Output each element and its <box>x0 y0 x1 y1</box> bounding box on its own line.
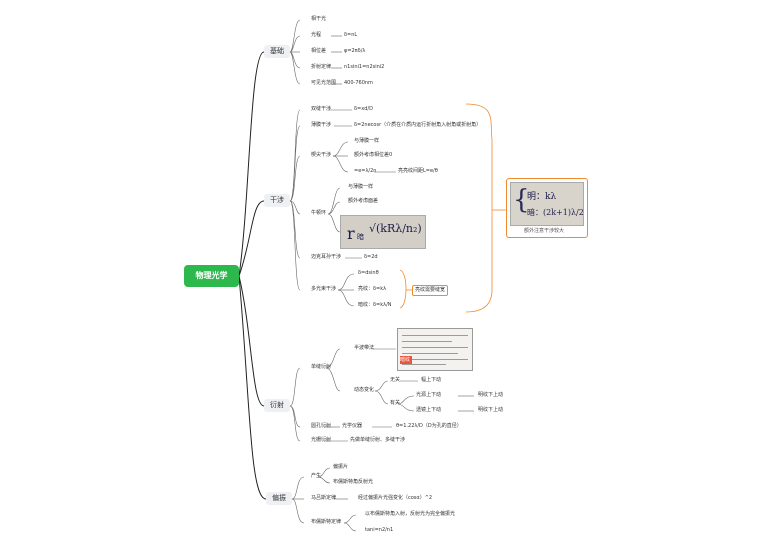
dynamic-sub-value[interactable]: 明纹下上动 <box>478 407 504 413</box>
multi-beam-callout[interactable]: 亮纹需要缝宽 <box>412 285 449 296</box>
multi-beam-item[interactable]: δ=dsinθ <box>358 270 379 276</box>
half-wave-method-label[interactable]: 半波带法 <box>354 345 375 351</box>
dynamic-item-label[interactable]: 有关 <box>390 400 401 406</box>
produce-item[interactable]: 布儒斯特角反射光 <box>333 479 374 485</box>
category-diffraction[interactable]: 衍射 <box>264 399 290 412</box>
brace-symbol: { <box>513 185 530 215</box>
wedge-label[interactable]: 楔尖干涉 <box>311 152 332 158</box>
michelson-value[interactable]: δ=2d <box>364 254 378 260</box>
thin-film-label[interactable]: 薄膜干涉 <box>311 122 332 128</box>
dynamic-item-value[interactable]: 幅上下动 <box>421 377 442 383</box>
formula-sub: 暗 <box>357 233 364 241</box>
produce-item[interactable]: 偏振片 <box>333 464 349 470</box>
circular-aperture-label[interactable]: 圆孔衍射 <box>311 423 332 429</box>
multi-beam-item[interactable]: 亮纹：δ=kλ <box>358 286 387 292</box>
wedge-sub-note[interactable]: 亮亮纹间距L=e/θ <box>398 168 438 174</box>
basics-item-value[interactable]: 400-760nm <box>344 80 373 86</box>
malus-law-value[interactable]: 经过偏振片光强变化（cosα）^2 <box>358 495 433 501</box>
optical-instrument-label[interactable]: 光学仪器 <box>342 423 363 429</box>
double-slit-label[interactable]: 双缝干涉 <box>311 106 332 112</box>
basics-item-label[interactable]: 可见光范围 <box>311 80 337 86</box>
basics-item-label[interactable]: 相干光 <box>311 16 327 22</box>
newton-item[interactable]: 与薄膜一样 <box>348 184 374 190</box>
newton-item[interactable]: 额外考虑面差 <box>348 198 379 204</box>
half-wave-method-image: 暗纹 <box>397 328 473 371</box>
wedge-item[interactable]: 与薄膜一样 <box>354 138 380 144</box>
basics-item-label[interactable]: 折射定律 <box>311 64 332 70</box>
grating-value[interactable]: 先做单缝衍射、多缝干涉 <box>350 437 406 443</box>
dynamic-item-label[interactable]: 无关 <box>390 377 401 383</box>
double-slit-value[interactable]: δ=xd/D <box>354 106 373 112</box>
formula-rhs: √(kRλ/n₂) <box>369 222 422 235</box>
wedge-item[interactable]: =e=λ/2n <box>354 168 377 174</box>
interference-summary-image: { 明：kλ 暗：(2k+1)λ/2 <box>510 182 584 226</box>
single-slit-label[interactable]: 单缝衍射 <box>311 364 332 370</box>
multi-beam-item[interactable]: 暗纹：δ=kλ/N <box>358 302 392 308</box>
category-interference[interactable]: 干涉 <box>264 194 290 207</box>
newton-rings-label[interactable]: 牛顿环 <box>311 210 327 216</box>
dynamic-sub-label[interactable]: 透镜上下动 <box>416 407 442 413</box>
basics-item-label[interactable]: 光程 <box>311 32 322 38</box>
category-polarization[interactable]: 偏振 <box>266 492 292 505</box>
thin-film-value[interactable]: δ=2necosr（介质在介质内运行折射角入射角或折射角） <box>354 122 482 128</box>
formula-lhs: r <box>347 224 355 243</box>
malus-law-label[interactable]: 马吕斯定律 <box>311 495 337 501</box>
dynamic-sub-label[interactable]: 光源上下动 <box>416 392 442 398</box>
rule-row-2: 暗：(2k+1)λ/2 <box>527 208 584 217</box>
grating-label[interactable]: 光栅衍射 <box>311 437 332 443</box>
category-basics[interactable]: 基础 <box>264 45 290 58</box>
dynamic-sub-value[interactable]: 明纹下上动 <box>478 392 504 398</box>
rule-row-1: 明：kλ <box>527 192 557 202</box>
root-node[interactable]: 物理光学 <box>184 265 239 287</box>
michelson-label[interactable]: 迈克耳孙干涉 <box>311 254 342 260</box>
interference-summary-card[interactable]: { 明：kλ 暗：(2k+1)λ/2 额外注意干涉较大 <box>506 178 588 238</box>
basics-item-value[interactable]: φ=2πδ/λ <box>344 48 366 54</box>
highlight-stamp <box>400 356 412 364</box>
basics-item-value[interactable]: δ=nL <box>344 32 358 38</box>
interference-summary-caption: 额外注意干涉较大 <box>524 228 565 234</box>
brewster-law-label[interactable]: 布儒斯特定律 <box>311 519 342 525</box>
basics-item-value[interactable]: n1sini1=n2sini2 <box>344 64 385 70</box>
brewster-item[interactable]: 以布儒斯特角入射，反射光为完全偏振光 <box>365 511 456 517</box>
newton-formula-image: r 暗 √(kRλ/n₂) <box>340 215 426 249</box>
wedge-item[interactable]: 额外考虑相位差0 <box>354 152 393 158</box>
dynamic-change-label[interactable]: 动态变化 <box>354 387 375 393</box>
multi-beam-label[interactable]: 多光束干涉 <box>311 286 337 292</box>
brewster-item[interactable]: tani=n2/n1 <box>365 527 394 533</box>
basics-item-label[interactable]: 相位差 <box>311 48 327 54</box>
circular-aperture-value[interactable]: θ=1.22λ/D（D为孔的直径） <box>396 423 462 429</box>
stamp-text: 暗纹 <box>400 357 411 363</box>
produce-label[interactable]: 产生 <box>311 473 322 479</box>
